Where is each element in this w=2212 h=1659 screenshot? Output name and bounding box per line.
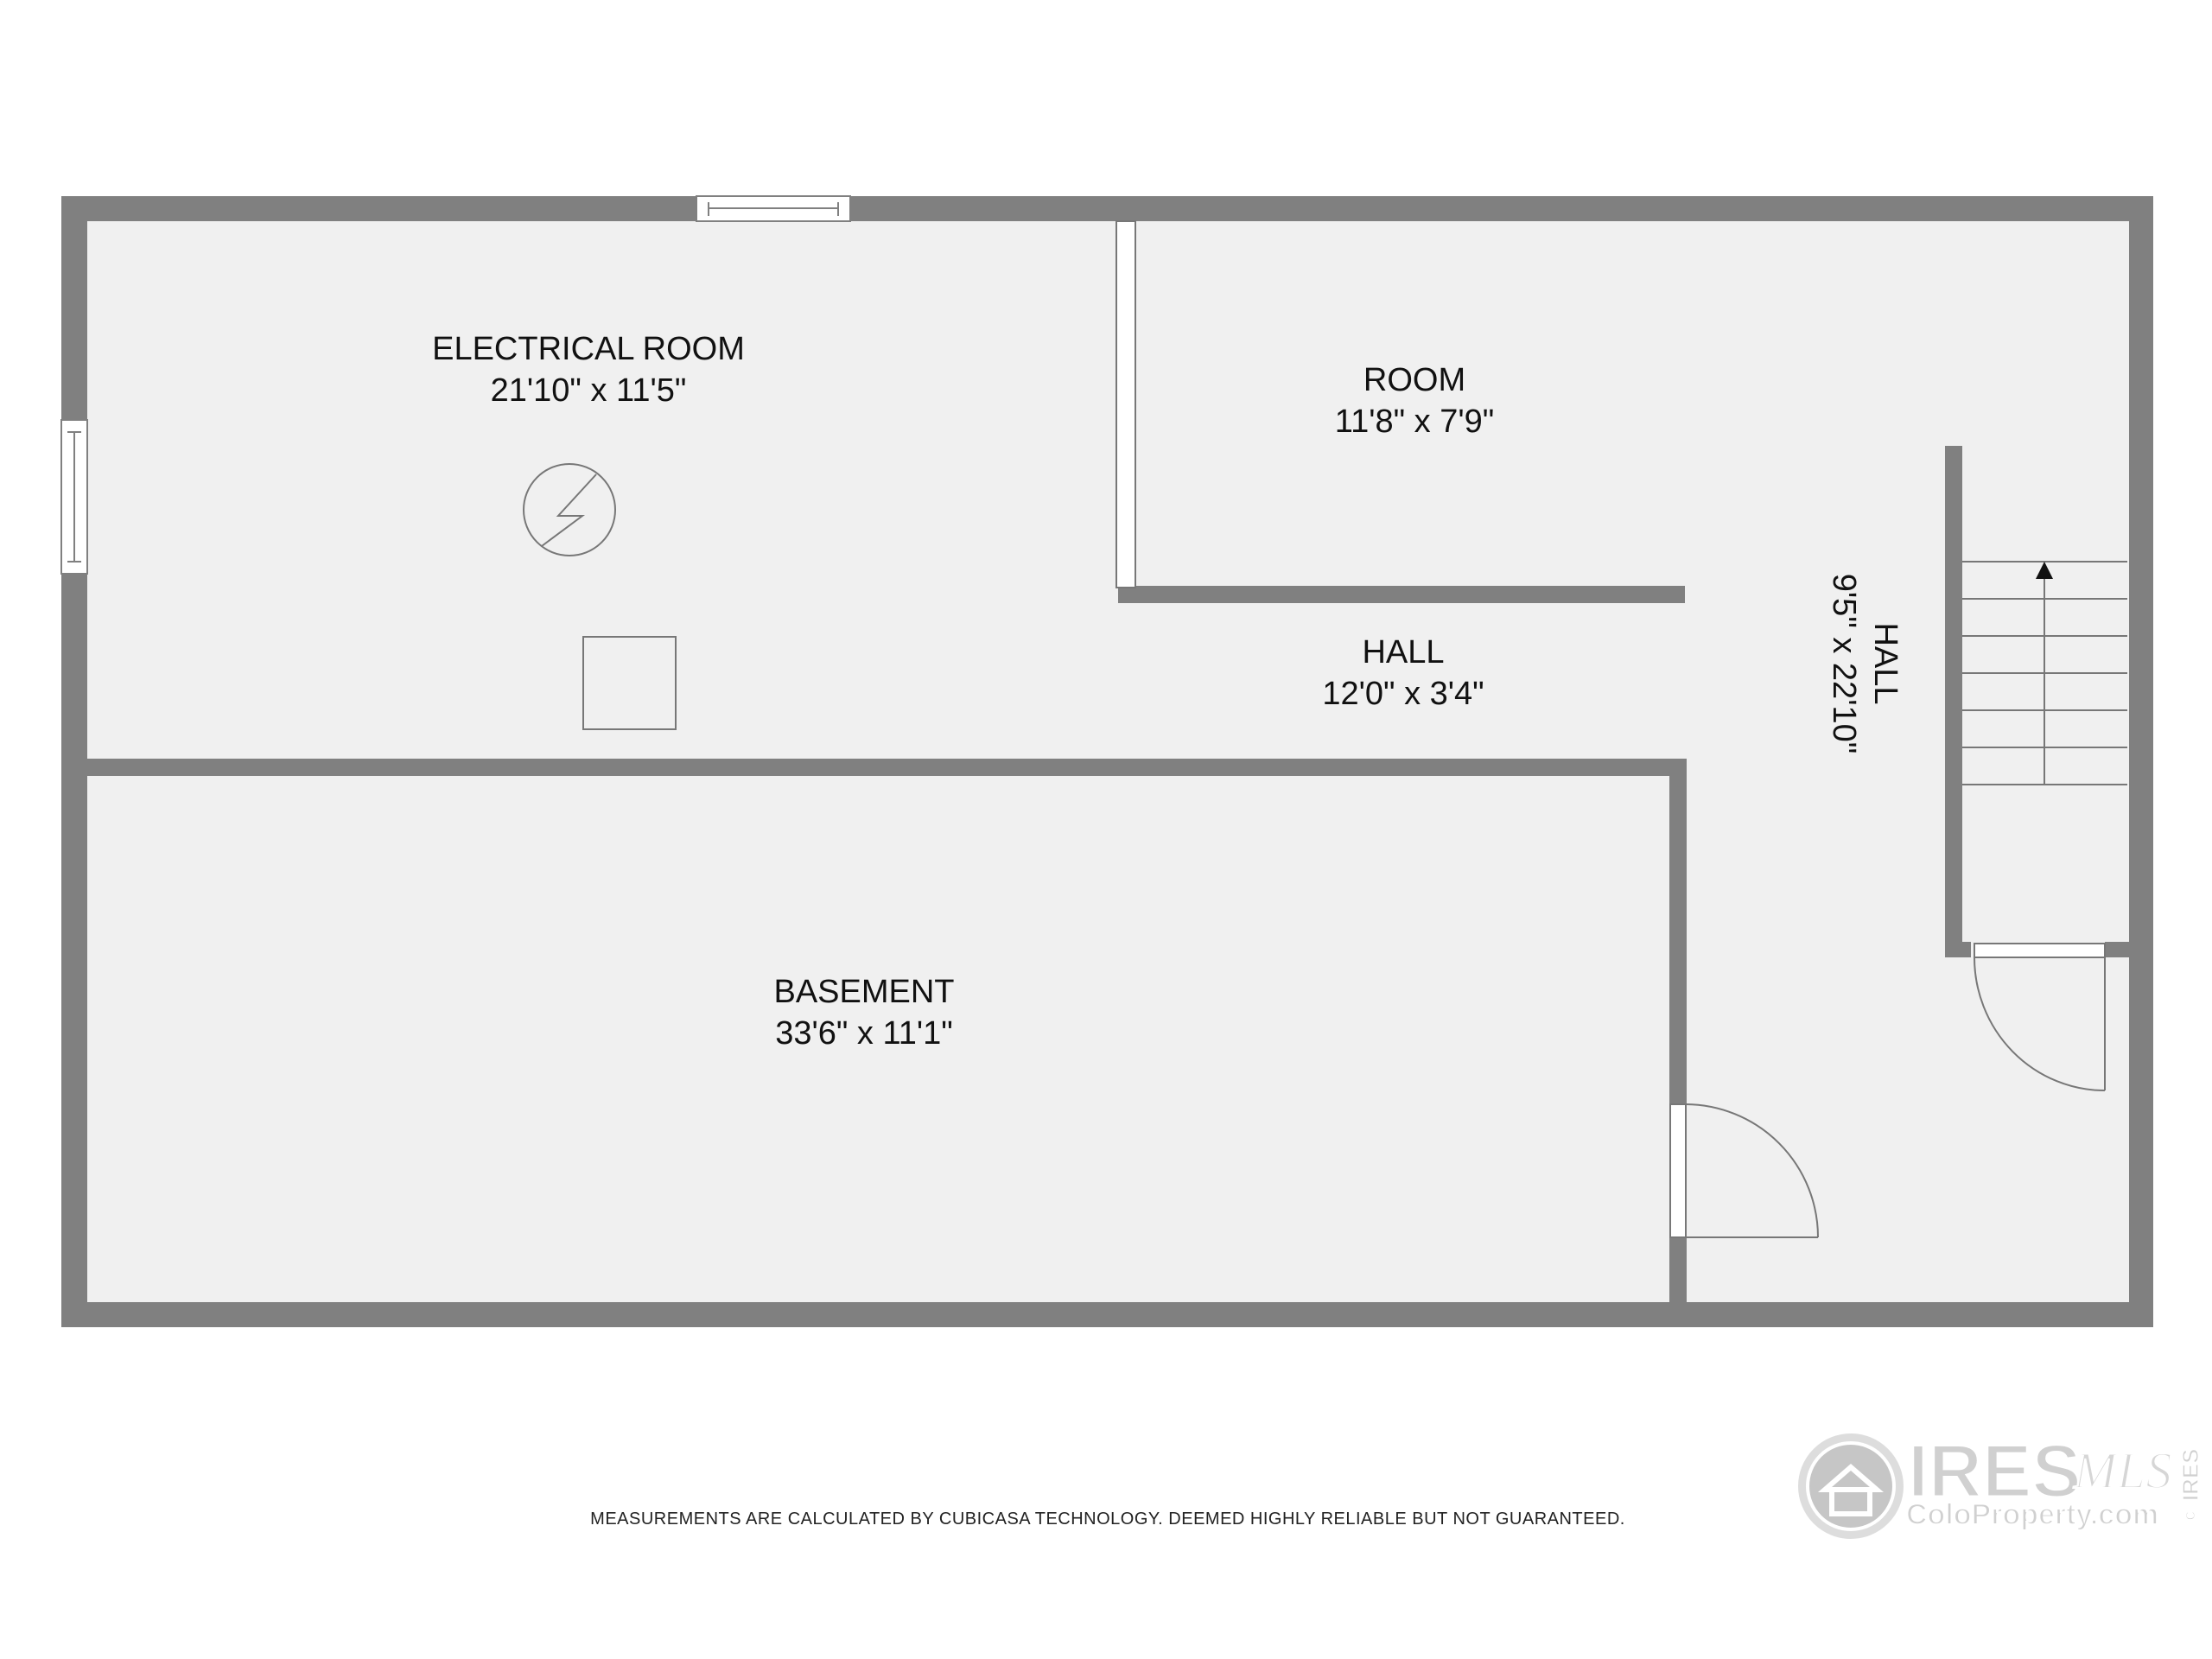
exterior-walls: [61, 196, 2153, 1327]
hall-small-name: HALL: [1362, 634, 1444, 671]
electrical-room-size: 21'10" x 11'5": [491, 372, 687, 409]
ires-logo: IRES MLS ColoProperty.com © IRES: [1793, 1428, 2204, 1544]
partition-wall: [1116, 220, 1136, 588]
electrical-room-name: ELECTRICAL ROOM: [432, 331, 745, 367]
logo-brand: IRES: [1908, 1430, 2082, 1513]
door-basement-icon: [1669, 1103, 1819, 1238]
room-name: ROOM: [1363, 362, 1465, 398]
logo-mls: MLS: [2073, 1442, 2171, 1499]
window-top: [696, 195, 851, 222]
basement-size: 33'6" x 11'1": [775, 1015, 953, 1052]
window-left: [60, 419, 88, 575]
hall-vertical-size: 9'5" x 22'10": [1826, 574, 1862, 753]
stairs-up-arrow-icon: [2036, 562, 2053, 579]
hall-small-size: 12'0" x 3'4": [1322, 676, 1484, 712]
measurement-disclaimer: MEASUREMENTS ARE CALCULATED BY CUBICASA …: [590, 1510, 1625, 1529]
stairs: [1962, 561, 2127, 785]
electrical-panel-icon: [523, 463, 616, 556]
house-logo-icon: [1793, 1428, 1909, 1544]
door-stair-icon: [1974, 943, 2106, 1091]
floor-fixture: [582, 636, 677, 730]
room-size: 11'8" x 7'9": [1335, 404, 1494, 440]
hall-vertical-name: HALL: [1867, 622, 1904, 704]
logo-side: © IRES: [2177, 1448, 2203, 1523]
basement-name: BASEMENT: [773, 974, 954, 1010]
logo-site: ColoProperty.com: [1906, 1498, 2158, 1531]
